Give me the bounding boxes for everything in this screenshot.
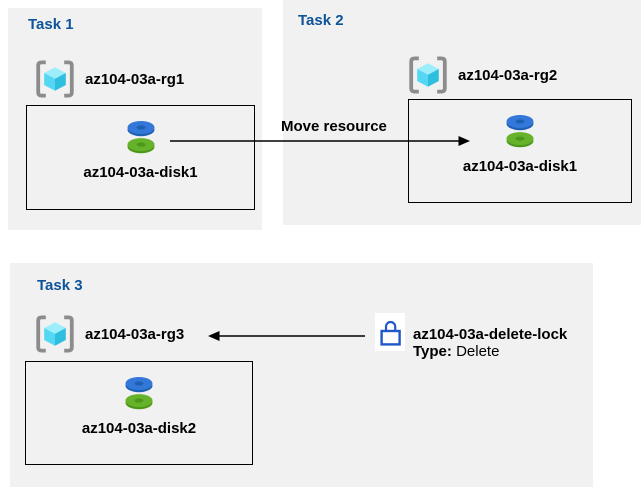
task2-title: Task 2 [298, 12, 344, 29]
task3-panel: Task 3 az104-03a-rg3 [10, 263, 593, 487]
disk-label: az104-03a-disk1 [83, 164, 198, 181]
disk-label: az104-03a-disk2 [81, 420, 197, 437]
disk-icon [120, 376, 158, 410]
lock-text-block: az104-03a-delete-lock Type: Delete [413, 326, 567, 360]
task3-resource-group-row: az104-03a-rg3 [35, 315, 184, 353]
disk-label: az104-03a-disk1 [462, 158, 578, 175]
task2-resource-box: az104-03a-disk1 [408, 99, 632, 203]
resource-group-label: az104-03a-rg3 [85, 325, 185, 343]
task2-resource-group-row: az104-03a-rg2 [408, 56, 557, 94]
lock-icon [375, 313, 405, 351]
disk-icon [501, 114, 539, 148]
task3-title: Task 3 [37, 277, 83, 294]
lock-name: az104-03a-delete-lock [413, 326, 568, 343]
delete-lock-annotation: az104-03a-delete-lock Type: Delete [375, 313, 567, 360]
lock-type-line: Type: Delete [413, 343, 567, 360]
resource-group-icon [35, 315, 75, 353]
task1-title: Task 1 [28, 16, 74, 33]
disk-icon [122, 120, 160, 154]
task3-resource-box: az104-03a-disk2 [25, 361, 253, 465]
lock-type-label: Type: [413, 343, 452, 360]
lock-type-value: Delete [456, 343, 500, 360]
task1-panel: Task 1 az104-03a-rg1 [8, 8, 262, 230]
resource-group-icon [408, 56, 448, 94]
task1-resource-group-row: az104-03a-rg1 [35, 60, 184, 98]
resource-group-icon [35, 60, 75, 98]
task2-panel: Task 2 az104-03a-rg2 [283, 0, 641, 225]
resource-group-label: az104-03a-rg2 [458, 66, 558, 84]
move-resource-label: Move resource [281, 118, 387, 135]
resource-group-label: az104-03a-rg1 [85, 70, 185, 88]
task1-resource-box: az104-03a-disk1 [26, 105, 255, 210]
